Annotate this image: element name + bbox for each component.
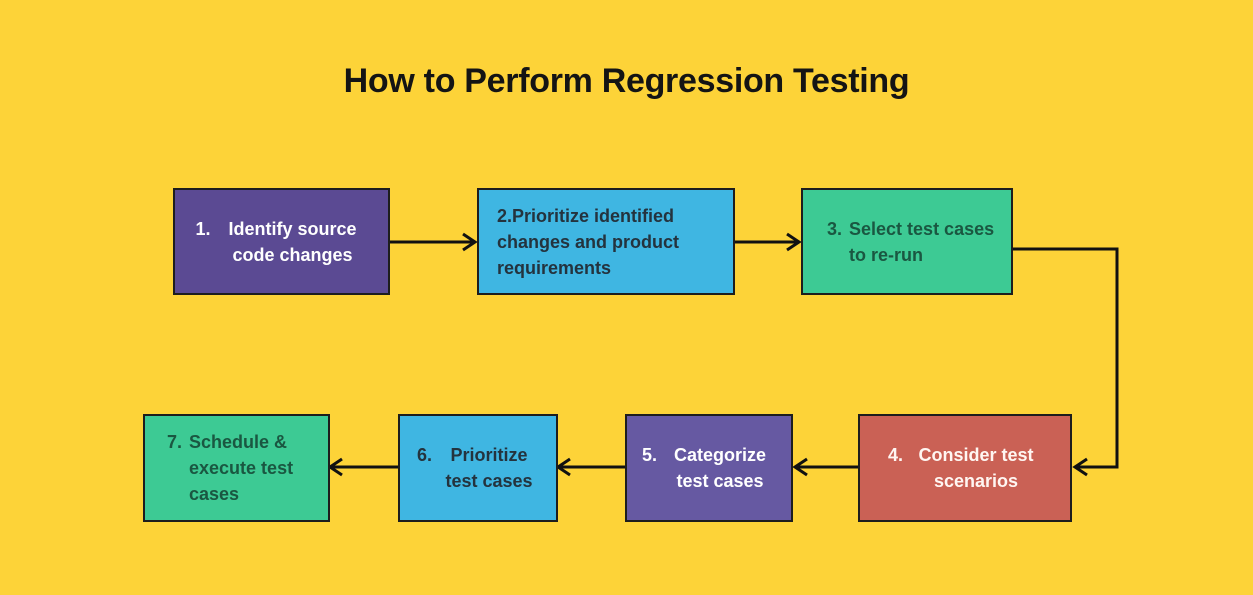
step-3-content: 3. Select test cases to re-run [827, 216, 1001, 268]
step-7-label: Schedule & execute test cases [189, 432, 294, 504]
step-1-number: 1. [195, 218, 211, 239]
step-7-number: 7. [167, 432, 183, 452]
step-5-content: 5. Categorize test cases [642, 442, 776, 494]
step-2-number: 2. [497, 205, 513, 226]
step-3-number: 3. [827, 218, 843, 239]
arrow-step6-to-step7 [327, 457, 398, 477]
step-3-label: Select test cases to re-run [849, 218, 995, 265]
step-4-number: 4. [887, 445, 903, 465]
step-5-number: 5. [641, 445, 657, 465]
step-6-number: 6. [416, 445, 432, 465]
step-1-label: Identify source code changes [228, 218, 357, 265]
step-box-4: 4. Consider test scenarios [858, 414, 1072, 522]
step-box-1: 1. Identify source code changes [173, 188, 390, 295]
step-7-content: 7. Schedule & execute test cases [167, 429, 317, 507]
step-6-label: Prioritize test cases [445, 445, 533, 491]
step-2-label: Prioritize identified changes and produc… [497, 205, 680, 278]
arrow-step3-to-step4-elbow [1013, 247, 1119, 477]
step-box-7: 7. Schedule & execute test cases [143, 414, 330, 522]
step-5-label: Categorize test cases [673, 445, 767, 491]
arrow-step4-to-step5 [792, 457, 858, 477]
step-2-content: 2.Prioritize identified changes and prod… [497, 203, 719, 281]
step-1-content: 1. Identify source code changes [195, 216, 367, 268]
step-box-3: 3. Select test cases to re-run [801, 188, 1013, 295]
arrow-step5-to-step6 [555, 457, 625, 477]
step-6-content: 6. Prioritize test cases [417, 442, 539, 494]
page-title: How to Perform Regression Testing [343, 62, 910, 100]
step-4-content: 4. Consider test scenarios [888, 442, 1042, 494]
arrow-step1-to-step2 [390, 232, 478, 252]
step-box-2: 2.Prioritize identified changes and prod… [477, 188, 735, 295]
step-box-5: 5. Categorize test cases [625, 414, 793, 522]
step-4-label: Consider test scenarios [918, 445, 1034, 491]
arrow-step2-to-step3 [735, 232, 802, 252]
step-box-6: 6. Prioritize test cases [398, 414, 558, 522]
